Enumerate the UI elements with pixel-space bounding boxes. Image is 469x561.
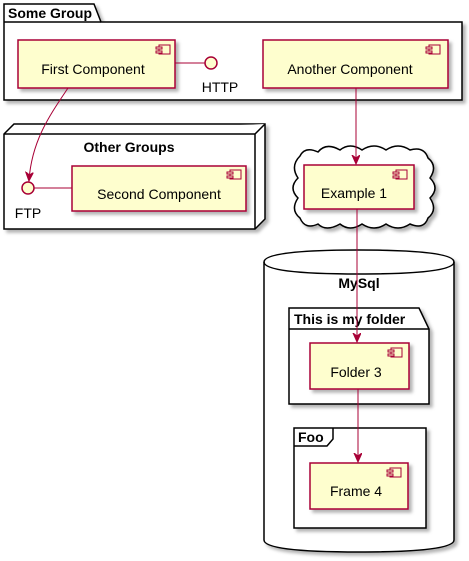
component-another-label: Another Component	[287, 61, 412, 77]
component-icon	[226, 169, 242, 180]
component-another[interactable]	[262, 39, 449, 89]
component-icon	[386, 467, 402, 478]
component-second[interactable]	[71, 165, 247, 212]
interface-http-icon[interactable]	[204, 56, 218, 70]
interface-ftp-icon[interactable]	[21, 181, 35, 195]
component-frame-4-label: Frame 4	[330, 483, 382, 499]
component-folder-3-label: Folder 3	[330, 364, 382, 380]
package-some-group-label: Some Group	[8, 5, 92, 21]
component-icon	[155, 44, 171, 55]
database-mysql-label: MySql	[338, 275, 379, 291]
node-other-groups-label: Other Groups	[83, 139, 174, 155]
interface-http-label: HTTP	[202, 79, 239, 95]
interface-ftp-label: FTP	[15, 205, 41, 221]
frame-foo-label: Foo	[298, 429, 324, 445]
component-icon	[392, 169, 408, 180]
package-my-folder-label: This is my folder	[294, 311, 406, 327]
component-icon	[425, 44, 441, 55]
component-first[interactable]	[17, 39, 176, 89]
component-icon	[387, 347, 403, 358]
arrow-first-to-ftp	[29, 87, 69, 180]
component-second-label: Second Component	[97, 186, 221, 202]
component-first-label: First Component	[41, 61, 145, 77]
component-example-1-label: Example 1	[321, 185, 387, 201]
